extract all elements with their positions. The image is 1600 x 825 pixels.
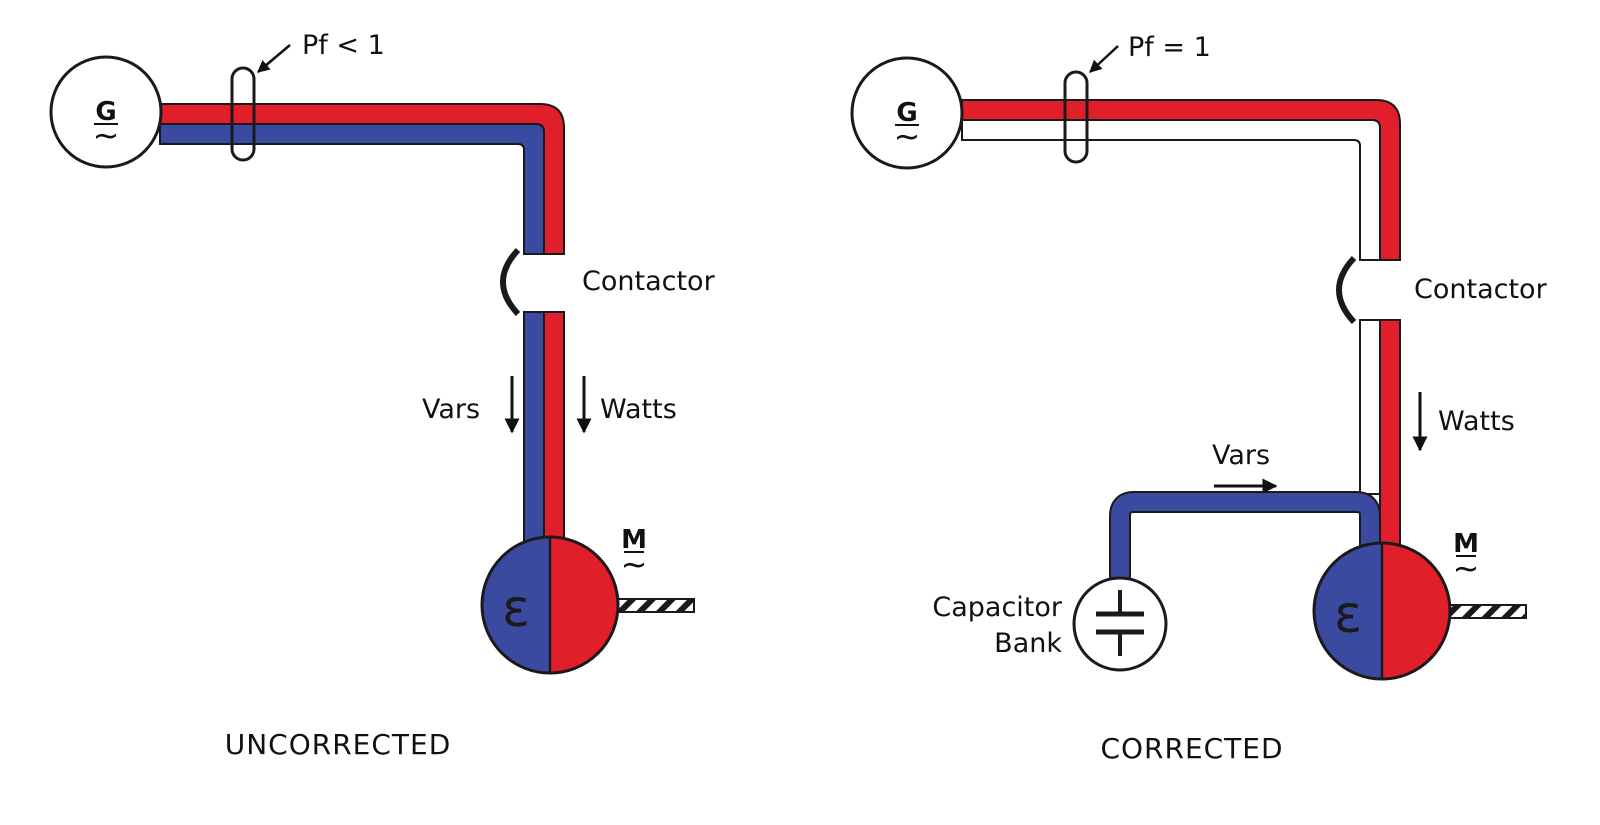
uncorrected-vars-label: Vars <box>422 394 480 425</box>
corrected-capacitor-label-line1: Capacitor <box>932 592 1063 623</box>
corrected-flow-arrows: Vars Watts <box>1212 392 1515 494</box>
uncorrected-contactor-label: Contactor <box>582 266 716 297</box>
corrected-motor-symbol: M <box>1453 529 1479 559</box>
corrected-capacitor-label-line2: Bank <box>994 628 1062 659</box>
uncorrected-pf-label: Pf < 1 <box>302 30 385 61</box>
corrected-contactor: Contactor <box>1336 255 1548 325</box>
uncorrected-motor-symbol: M <box>621 525 647 555</box>
corrected-vars-label: Vars <box>1212 440 1270 471</box>
corrected-vars-loop <box>1111 493 1379 592</box>
corrected-capacitor-bank: Capacitor Bank <box>932 576 1168 672</box>
uncorrected-pf-meter: Pf < 1 <box>230 30 385 162</box>
corrected-generator: G ~ <box>850 56 964 170</box>
corrected-motor-tilde: ~ <box>1453 549 1480 587</box>
uncorrected-motor-tilde: ~ <box>621 545 648 583</box>
corrected-motor-winding-glyph: ε <box>1334 585 1362 645</box>
uncorrected-caption: UNCORRECTED <box>225 728 452 761</box>
uncorrected-contactor: Contactor <box>500 247 716 317</box>
corrected-caption: CORRECTED <box>1100 732 1283 765</box>
corrected-contactor-label: Contactor <box>1414 274 1548 305</box>
corrected-pf-meter: Pf = 1 <box>1063 32 1211 164</box>
corrected-motor-shaft <box>1445 604 1527 619</box>
uncorrected-generator: G ~ <box>49 55 163 169</box>
uncorrected-generator-symbol: G <box>95 97 116 127</box>
corrected-upper-bus <box>961 99 1401 261</box>
uncorrected-watts-label: Watts <box>600 394 677 425</box>
uncorrected-motor-winding-glyph: ε <box>502 579 530 639</box>
uncorrected-flow-arrows: Vars Watts <box>422 376 677 434</box>
corrected-pf-label: Pf = 1 <box>1128 32 1211 63</box>
corrected-lower-bus <box>1359 319 1401 549</box>
corrected-watts-label: Watts <box>1438 406 1515 437</box>
corrected-panel: G ~ Pf = 1 Contactor Vars Watts <box>850 32 1548 765</box>
corrected-generator-symbol: G <box>896 98 917 128</box>
uncorrected-upper-bus <box>159 103 565 255</box>
uncorrected-generator-tilde: ~ <box>93 116 120 154</box>
uncorrected-panel: G ~ Pf < 1 Contactor Vars Watts <box>49 30 716 761</box>
corrected-generator-tilde: ~ <box>894 117 921 155</box>
uncorrected-lower-bus <box>523 311 565 543</box>
uncorrected-motor-shaft <box>613 598 695 613</box>
